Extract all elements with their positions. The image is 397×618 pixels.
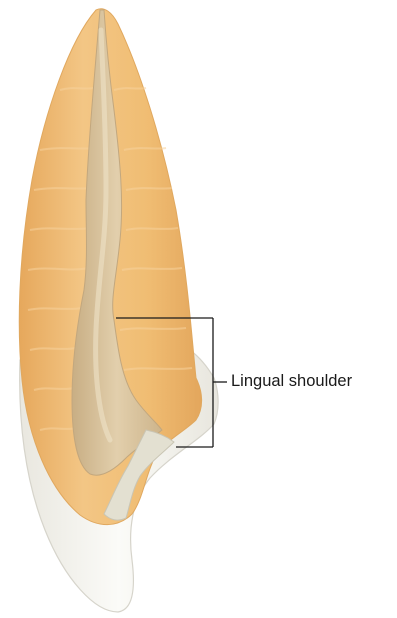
lingual-shoulder-label: Lingual shoulder bbox=[231, 370, 352, 392]
